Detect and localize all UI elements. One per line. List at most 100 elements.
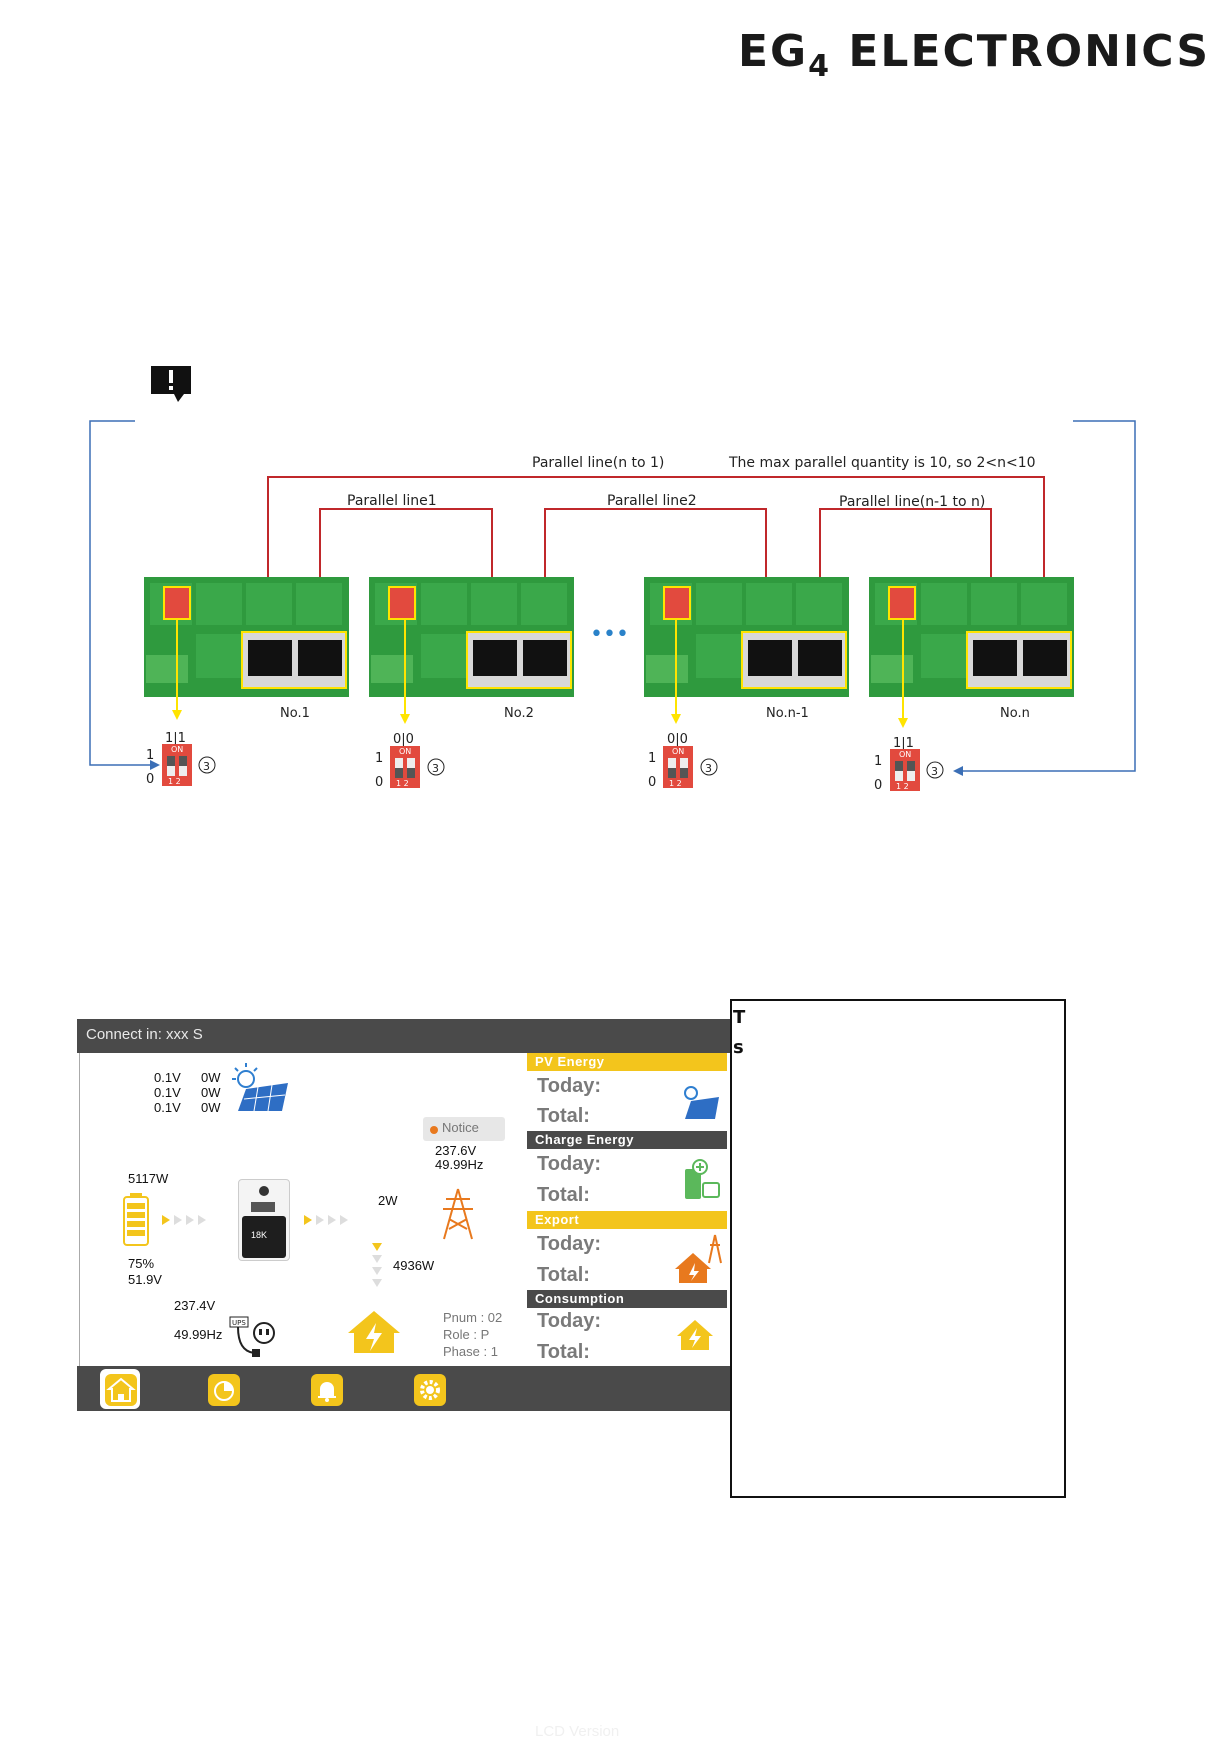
svg-text:0: 0	[375, 775, 383, 790]
wire-line2	[544, 508, 767, 600]
label-max-note: The max parallel quantity is 10, so 2<n<…	[728, 455, 1036, 471]
pie-chart-icon	[208, 1374, 240, 1406]
grid-flow-arrows-icon	[304, 1215, 348, 1225]
connect-status: Connect in: xxx S	[86, 1026, 203, 1043]
lcd-version-label: LCD Version	[535, 1723, 620, 1740]
charge-energy-card[interactable]: Today: Total:	[527, 1149, 727, 1211]
dip-switch-no-n-1: 0|0 ON 1 2 1 0 3	[648, 732, 718, 790]
parallel-pnum: Pnum : 02	[443, 1310, 503, 1325]
solar-panel-icon	[232, 1063, 288, 1112]
svg-text:1|1: 1|1	[893, 736, 914, 751]
svg-text:1: 1	[648, 751, 656, 766]
svg-text:0|0: 0|0	[393, 732, 414, 747]
pv2-voltage: 0.1V	[154, 1085, 181, 1100]
board-no-n	[869, 577, 1074, 697]
home-load-icon	[348, 1311, 400, 1353]
pv-energy-today: Today:	[537, 1075, 602, 1097]
grid-frequency: 49.99Hz	[435, 1157, 484, 1172]
ups-frequency: 49.99Hz	[174, 1327, 223, 1342]
svg-text:0|0: 0|0	[667, 732, 688, 747]
svg-text:ON: ON	[672, 747, 684, 756]
notice-label: Notice	[442, 1120, 479, 1135]
pv-energy-total: Total:	[537, 1105, 590, 1127]
dip-switch-no1: 1|1 ON 1 2 1 0 3	[146, 731, 216, 787]
battery-icon	[123, 1193, 149, 1246]
pv1-voltage: 0.1V	[154, 1070, 181, 1085]
ups-plug-icon: UPS	[229, 1316, 275, 1357]
svg-text:0: 0	[874, 778, 882, 793]
battery-voltage: 51.9V	[128, 1272, 162, 1287]
svg-text:3: 3	[705, 762, 712, 775]
board-label-1: No.1	[280, 706, 310, 721]
svg-text:UPS: UPS	[232, 1319, 246, 1327]
nav-stats-button[interactable]	[203, 1369, 243, 1409]
svg-text:0: 0	[146, 772, 154, 787]
export-header: Export	[527, 1211, 727, 1229]
nav-home-button[interactable]	[100, 1369, 140, 1409]
ellipsis-dots: •••	[590, 622, 629, 647]
board-no2	[369, 577, 574, 697]
svg-text:1: 1	[874, 754, 882, 769]
bell-icon	[311, 1374, 343, 1406]
svg-text:3: 3	[432, 762, 439, 775]
right-loop-arrow	[963, 420, 1136, 772]
svg-text:1 2: 1 2	[669, 779, 682, 788]
parallel-phase: Phase : 1	[443, 1344, 498, 1359]
svg-text:ON: ON	[899, 750, 911, 759]
label-line-n1-to-n: Parallel line(n-1 to n)	[839, 494, 985, 510]
consumption-icon	[677, 1320, 713, 1350]
nav-alarm-button[interactable]	[306, 1369, 346, 1409]
svg-text:0: 0	[648, 775, 656, 790]
ups-voltage: 237.4V	[174, 1298, 216, 1313]
wire-n-to-1	[267, 476, 1045, 600]
load-power: 4936W	[393, 1258, 435, 1273]
notice-button[interactable]: Notice	[423, 1117, 505, 1141]
side-char-2: s	[733, 1037, 744, 1058]
charge-energy-icon	[685, 1159, 720, 1199]
board-no-n-1	[644, 577, 849, 697]
pv3-power: 0W	[201, 1100, 221, 1115]
grid-voltage: 237.6V	[435, 1143, 477, 1158]
export-icon	[675, 1234, 722, 1283]
wire-n1-to-n	[819, 508, 992, 600]
pv3-voltage: 0.1V	[154, 1100, 181, 1115]
svg-text:1: 1	[375, 751, 383, 766]
energy-panels: PV Energy Today: Total: Charge Energy To…	[527, 1053, 727, 1366]
consumption-today: Today:	[537, 1310, 602, 1332]
wire-line1	[319, 508, 493, 600]
svg-text:1 2: 1 2	[896, 782, 909, 791]
consumption-total: Total:	[537, 1341, 590, 1363]
home-icon	[105, 1374, 137, 1406]
notice-dot-icon	[430, 1126, 438, 1134]
load-flow-arrows-icon	[372, 1243, 382, 1287]
svg-text:3: 3	[931, 765, 938, 778]
lcd-screen: Connect in: xxx S 0.1V 0W 0.1V 0W 0.1V 0…	[77, 1019, 730, 1740]
consumption-card[interactable]: Today: Total:	[527, 1308, 727, 1366]
yellow-pointer-arrows	[176, 620, 904, 720]
svg-text:ON: ON	[171, 745, 183, 754]
consumption-header: Consumption	[527, 1290, 727, 1308]
right-arrow-head	[953, 766, 963, 776]
lcd-header-bar: Connect in: xxx S	[77, 1019, 730, 1053]
board-no1	[144, 577, 349, 697]
left-arrow-head	[150, 760, 160, 770]
pv1-power: 0W	[201, 1070, 221, 1085]
parallel-wires	[267, 476, 1045, 600]
svg-text:1|1: 1|1	[165, 731, 186, 746]
battery-power: 5117W	[128, 1171, 169, 1186]
svg-text:ON: ON	[399, 747, 411, 756]
battery-soc: 75%	[128, 1256, 155, 1271]
svg-text:1 2: 1 2	[396, 779, 409, 788]
board-label-n-1: No.n-1	[766, 706, 809, 721]
pv-energy-card[interactable]: Today: Total:	[527, 1071, 727, 1130]
nav-settings-button[interactable]	[409, 1369, 449, 1409]
board-label-n: No.n	[1000, 706, 1030, 721]
side-char-1: T	[733, 1007, 746, 1028]
pv-energy-header: PV Energy	[527, 1053, 727, 1071]
export-card[interactable]: Today: Total:	[527, 1229, 727, 1289]
battery-flow-arrows-icon	[162, 1215, 206, 1225]
parallel-role: Role : P	[443, 1327, 490, 1342]
svg-text:3: 3	[203, 760, 210, 773]
lcd-flow-area: 0.1V 0W 0.1V 0W 0.1V 0W Notice 5117W 75%…	[79, 1053, 527, 1366]
logo-sub: 4	[808, 49, 832, 84]
